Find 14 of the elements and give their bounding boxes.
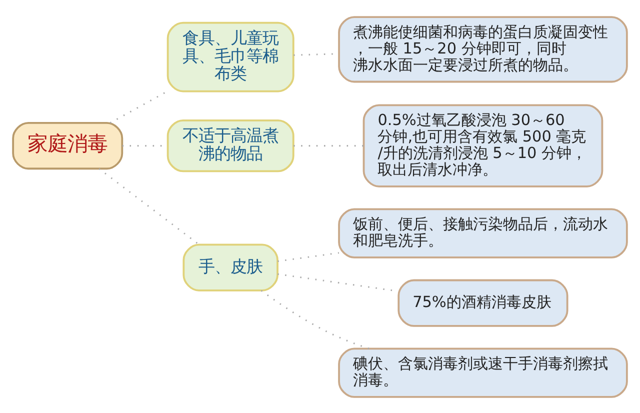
connector xyxy=(98,168,200,244)
node-box: 煮沸能使细菌和病毒的蛋白质凝固变性，一般 15～20 分钟即可，同时沸水水面一定要浸过所煮的物品。 xyxy=(338,16,628,82)
node-box: 食具、儿童玩具、毛巾等棉布类 xyxy=(166,21,294,92)
connector xyxy=(260,289,370,349)
connector xyxy=(278,252,340,262)
node-box: 碘伏、含氯消毒剂或速干手消毒剂擦拭消毒。 xyxy=(338,347,628,398)
connector xyxy=(110,90,168,124)
node-box: 手、皮肤 xyxy=(182,243,278,291)
node-box: 75%的酒精消毒皮肤 xyxy=(398,278,568,326)
node-box: 不适于高温煮沸的物品 xyxy=(166,119,294,172)
node-box: 0.5%过氧乙酸浸泡 30～60 分钟,也可用含有效氯 500 毫克/升的洗清剂浸泡 5～10 分钟，取出后清水冲净。 xyxy=(362,104,604,187)
node-box: 饭前、便后、接触污染物品后，流动水和肥皂洗手。 xyxy=(338,208,628,258)
node-box: 家庭消毒 xyxy=(12,122,124,170)
connector xyxy=(278,272,398,292)
